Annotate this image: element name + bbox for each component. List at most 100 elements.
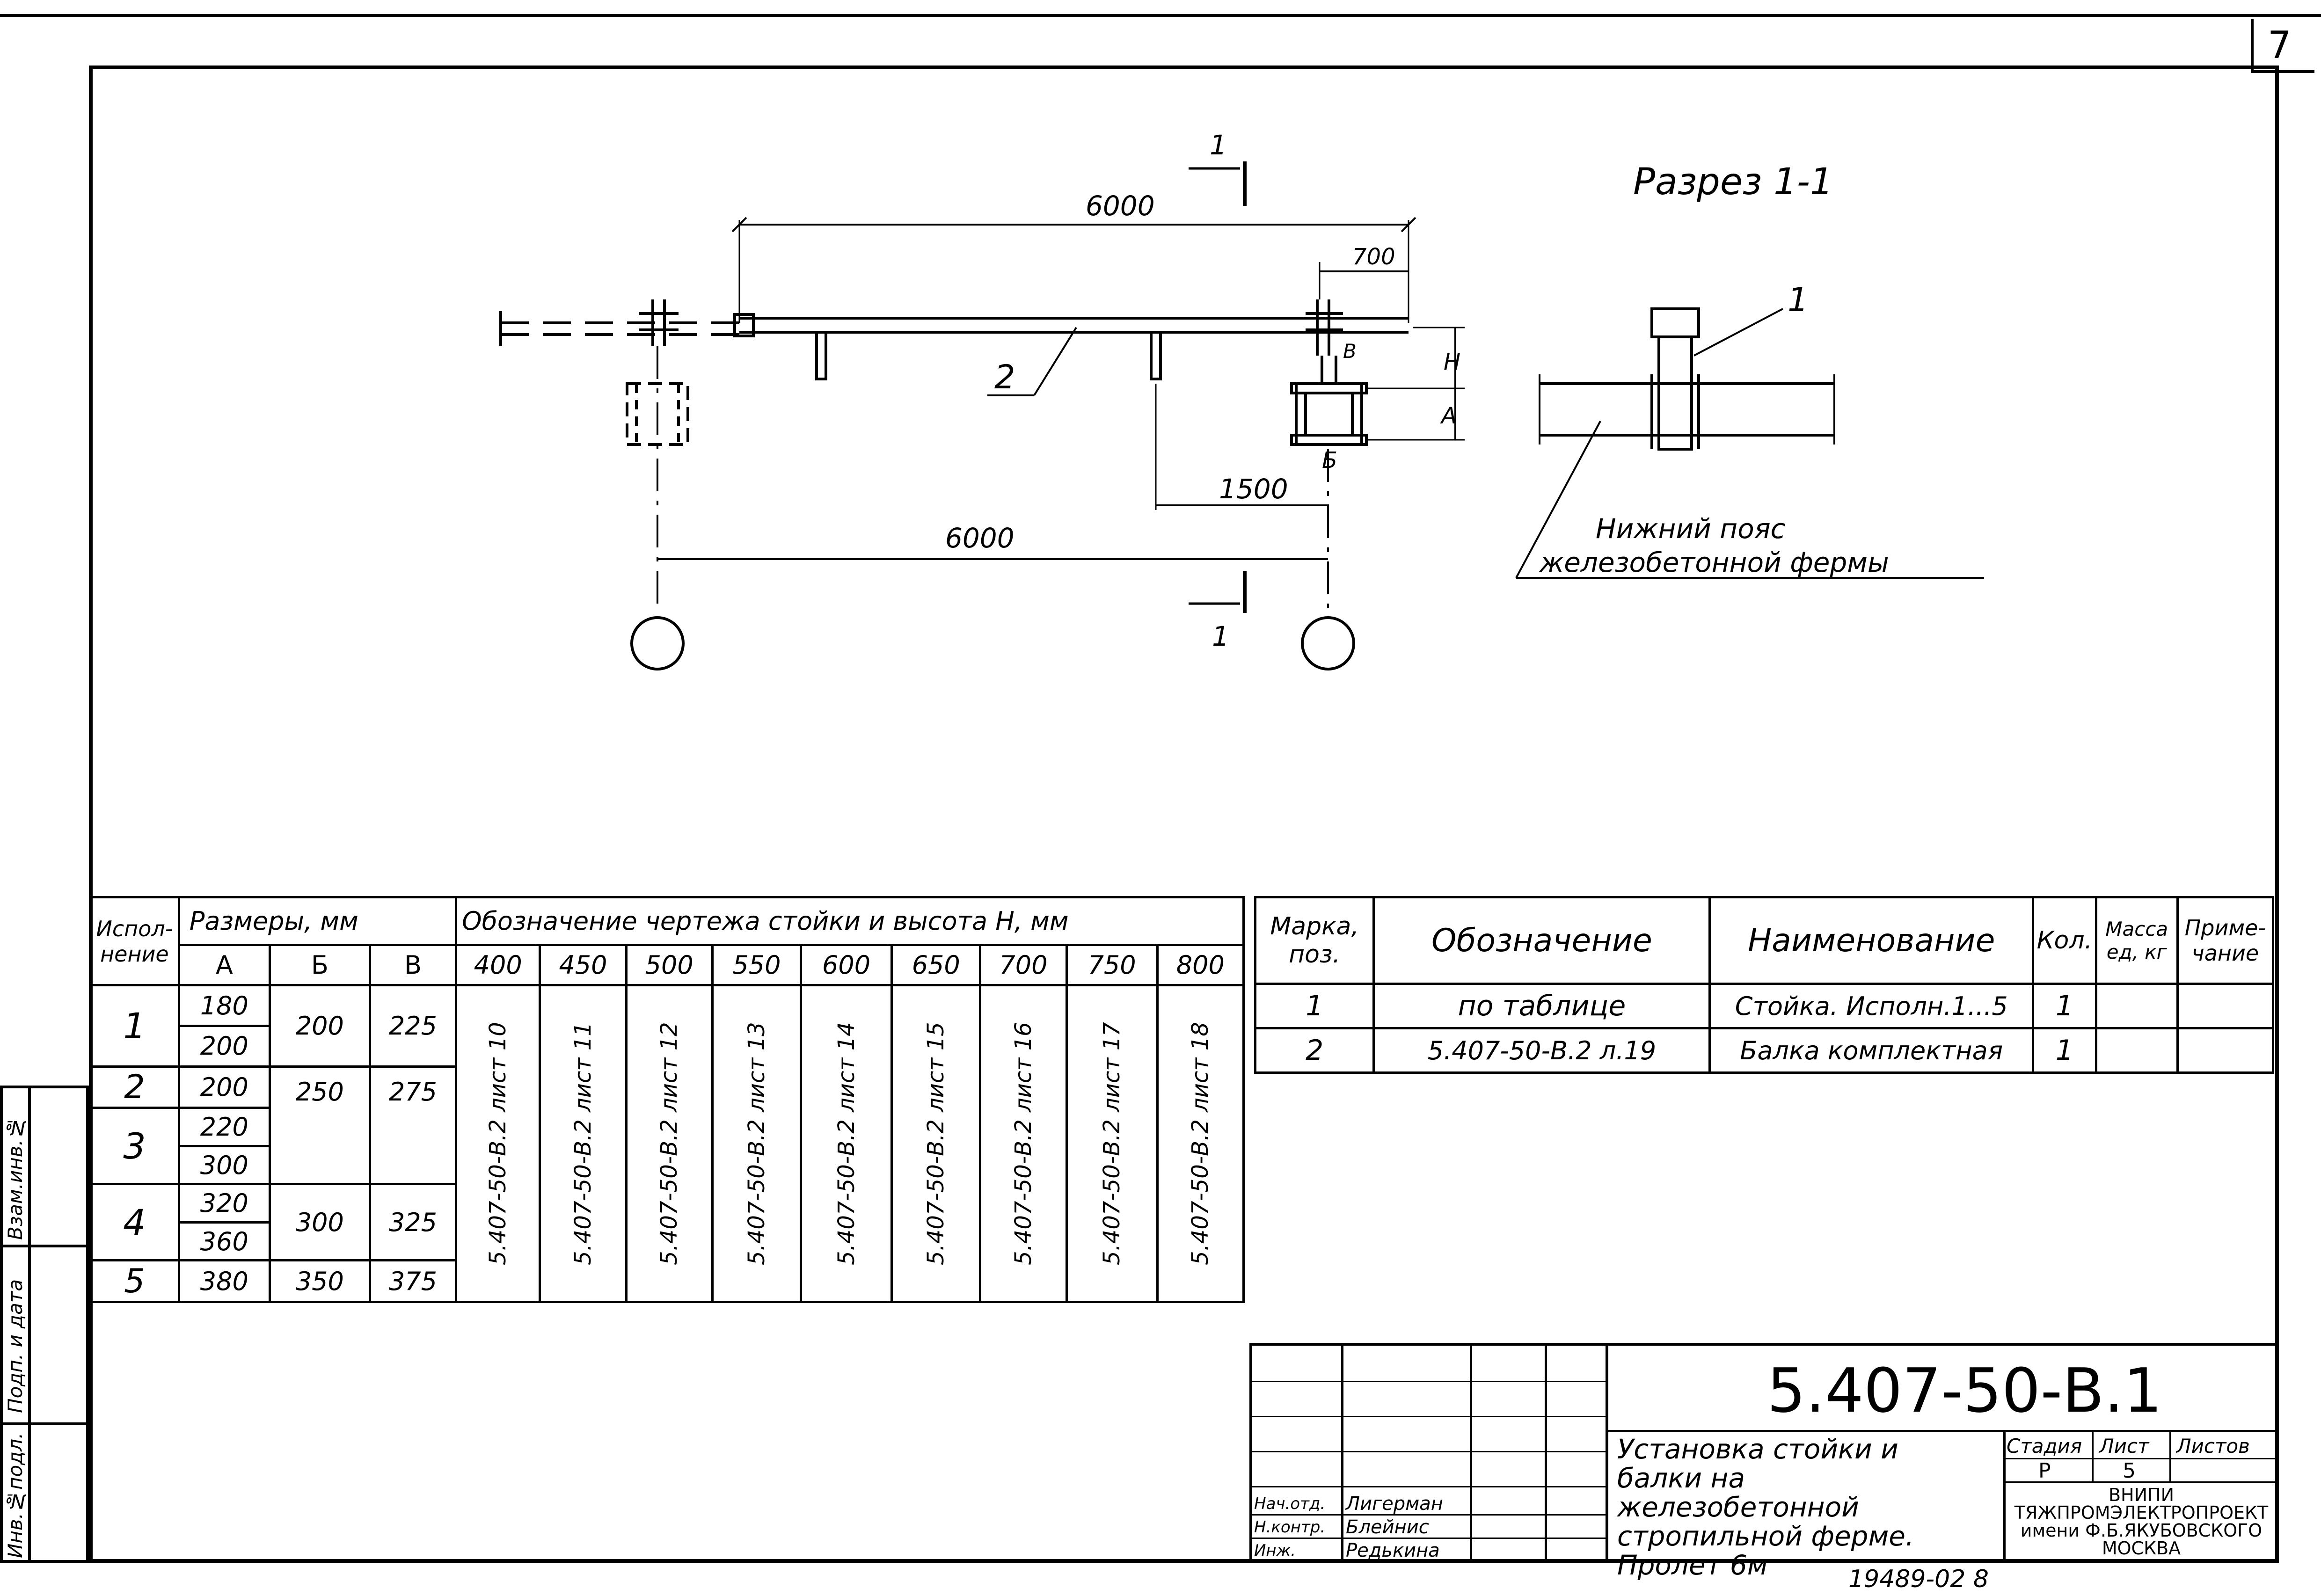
spec-note: [2176, 983, 2275, 1029]
drawing-ref: 5.407-50-В.2 лист 18: [1187, 1022, 1214, 1266]
sheet-value: 5: [2123, 1459, 2136, 1483]
height-550: 550: [711, 943, 803, 987]
a-value: 180: [177, 984, 271, 1028]
height-800: 800: [1156, 943, 1245, 987]
drawing-ref: 5.407-50-В.2 лист 15: [923, 1022, 949, 1266]
section-caption-line1: Нижний пояс: [1596, 513, 1786, 545]
document-title: Установка стойки и балки на железобетонн…: [1617, 1433, 1914, 1581]
h-mark: Марка, поз.: [1254, 896, 1375, 985]
section-pos-label: 1: [1788, 281, 1809, 319]
dim-700: 700: [1352, 244, 1395, 270]
stamp-signature-date: Подп. и дата: [4, 1279, 27, 1413]
stamp-inventory: Инв.№подл.: [4, 1432, 27, 1558]
exec-3: 3: [89, 1107, 180, 1186]
a-value: 360: [177, 1221, 271, 1262]
h-designation: Обозначение: [1372, 896, 1711, 985]
height-700: 700: [979, 943, 1068, 987]
drawing-frame: [89, 66, 2279, 1563]
height-600: 600: [800, 943, 893, 987]
cut-mark-top-label: 1: [1210, 129, 1227, 161]
height-500: 500: [625, 943, 714, 987]
v-value: 275: [368, 1065, 458, 1186]
dim-A: А: [1440, 403, 1457, 429]
h-qty: Кол.: [2032, 896, 2097, 985]
a-value: 200: [177, 1065, 271, 1109]
spec-name: Балка комплектная: [1708, 1027, 2035, 1074]
h-A: А: [177, 943, 271, 987]
organization: ВНИПИ ТЯЖПРОМЭЛЕКТРОПРОЕКТ имени Ф.Б.ЯКУ…: [2014, 1485, 2269, 1559]
exec-5: 5: [89, 1259, 180, 1303]
dim-1500: 1500: [1219, 473, 1288, 505]
b-value: 300: [268, 1183, 371, 1262]
execution-table: Испол-нение Размеры, мм Обозначение черт…: [89, 896, 1245, 1303]
b-value: 250: [268, 1065, 371, 1186]
a-value: 220: [177, 1107, 271, 1147]
drawing-ref: 5.407-50-В.2 лист 11: [569, 1022, 596, 1266]
spec-designation: по таблице: [1372, 983, 1711, 1029]
role-check: Н.контр.: [1254, 1518, 1326, 1537]
dim-6000-bottom: 6000: [945, 522, 1015, 554]
drawing-ref: 5.407-50-В.2 лист 10: [485, 1022, 511, 1266]
stamp-replacement: Взам.инв.№: [4, 1116, 27, 1240]
role-head: Нач.отд.: [1254, 1494, 1326, 1513]
v-value: 225: [368, 984, 458, 1068]
bottom-number: 19489-02 8: [1848, 1565, 1989, 1593]
document-code: 5.407-50-В.1: [1767, 1355, 2162, 1426]
specification-table: Марка, поз. Обозначение Наименование Кол…: [1254, 896, 2275, 1074]
drawing-ref: 5.407-50-В.2 лист 14: [833, 1022, 860, 1266]
name-head: Лигерман: [1346, 1493, 1443, 1515]
sheets-header: Листов: [2176, 1435, 2250, 1458]
dim-B: Б: [1322, 447, 1337, 474]
drawing-ref: 5.407-50-В.2 лист 13: [743, 1022, 770, 1266]
spec-mark: 2: [1254, 1027, 1375, 1074]
exec-2: 2: [89, 1065, 180, 1109]
spec-note: [2176, 1027, 2275, 1074]
dim-6000-top: 6000: [1086, 190, 1155, 222]
height-400: 400: [455, 943, 541, 987]
h-note: Приме-чание: [2176, 896, 2275, 985]
stage-value: Р: [2038, 1459, 2051, 1483]
spec-qty: 1: [2032, 1027, 2097, 1074]
h-B: Б: [268, 943, 371, 987]
b-value: 200: [268, 984, 371, 1068]
a-value: 320: [177, 1183, 271, 1224]
beam-position-label: 2: [994, 358, 1015, 396]
height-450: 450: [539, 943, 628, 987]
h-mass: Масса ед, кг: [2095, 896, 2179, 985]
role-engineer: Инж.: [1254, 1541, 1296, 1560]
section-caption-line2: железобетонной фермы: [1539, 547, 1889, 578]
exec-1: 1: [89, 984, 180, 1068]
side-stamp-strip: Взам.инв.№ Подп. и дата Инв.№подл.: [0, 1086, 94, 1563]
top-rule: [0, 14, 2321, 17]
height-750: 750: [1065, 943, 1159, 987]
stage-header: Стадия: [2007, 1435, 2082, 1458]
name-check: Блейнис: [1346, 1516, 1429, 1538]
spec-mark: 1: [1254, 983, 1375, 1029]
plan-drawing: 1 1 6000 700 В Н А Б 1500 6000 2 1 Нижни…: [499, 129, 1984, 670]
dim-V: В: [1343, 340, 1357, 363]
cut-mark-bottom-label: 1: [1212, 620, 1229, 652]
name-engineer: Редькина: [1346, 1540, 1440, 1561]
v-value: 375: [368, 1259, 458, 1303]
exec-4: 4: [89, 1183, 180, 1262]
spec-designation: 5.407-50-В.2 л.19: [1372, 1027, 1711, 1074]
drawing-ref: 5.407-50-В.2 лист 12: [656, 1022, 683, 1266]
h-exec: Испол-нение: [89, 896, 180, 987]
spec-mass: [2095, 983, 2179, 1029]
dim-H: Н: [1444, 349, 1460, 375]
title-block: Нач.отд. Лигерман Н.контр. Блейнис Инж. …: [1249, 1343, 2279, 1580]
drawing-ref: 5.407-50-В.2 лист 16: [1010, 1022, 1036, 1266]
a-value: 380: [177, 1259, 271, 1303]
spec-name: Стойка. Исполн.1...5: [1708, 983, 2035, 1029]
spec-qty: 1: [2032, 983, 2097, 1029]
h-sizes: Размеры, мм: [177, 896, 458, 946]
sheet-number-box: 7: [2251, 19, 2314, 73]
sheet-number: 7: [2268, 23, 2292, 67]
spec-mass: [2095, 1027, 2179, 1074]
h-name: Наименование: [1708, 896, 2035, 985]
v-value: 325: [368, 1183, 458, 1262]
height-650: 650: [890, 943, 982, 987]
a-value: 200: [177, 1025, 271, 1068]
drawing-ref: 5.407-50-В.2 лист 17: [1099, 1022, 1125, 1266]
b-value: 350: [268, 1259, 371, 1303]
